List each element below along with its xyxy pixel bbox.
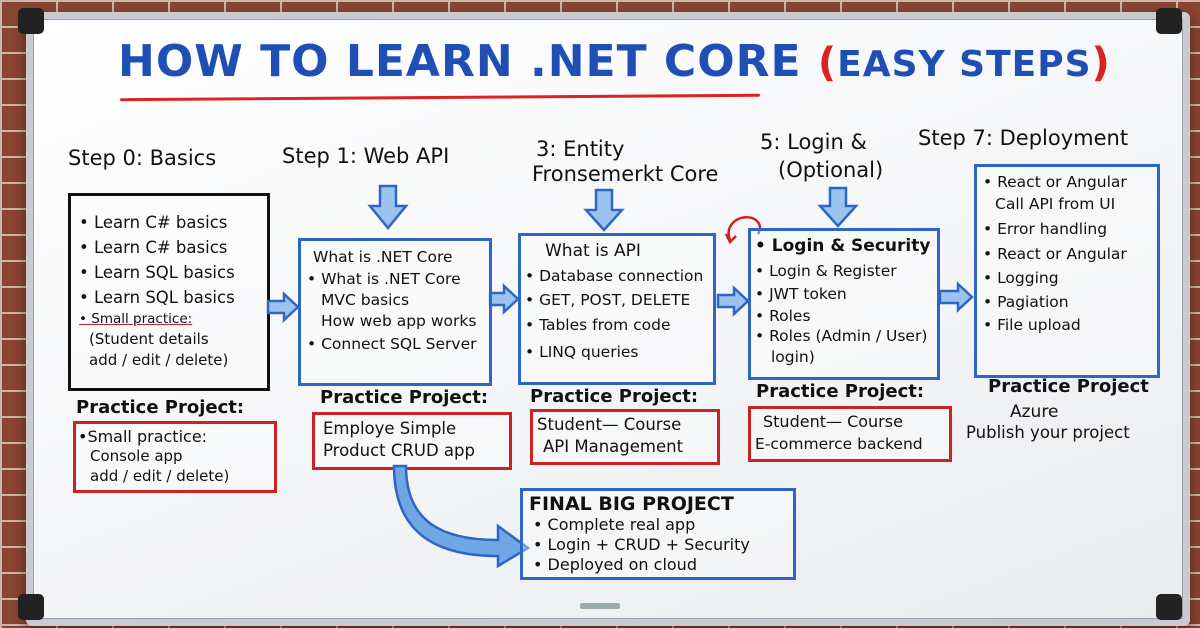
step5-list: • Login & Security • Login & Register • … — [755, 233, 930, 368]
list-item: • React or Angular — [983, 245, 1127, 263]
right-arrow-icon — [938, 281, 974, 313]
list-item: (Student details — [89, 330, 209, 348]
list-item: login) — [771, 348, 815, 366]
right-arrow-icon — [716, 285, 750, 317]
practice-item: API Management — [543, 437, 684, 456]
list-item: MVC basics — [321, 291, 410, 309]
curved-arrow-icon — [392, 464, 531, 569]
step5-heading-line1: 5: Login & — [760, 130, 867, 154]
list-item: • Learn C# basics — [79, 213, 228, 232]
practice-box-step5: Student— Course E-commerce backend — [748, 406, 952, 462]
list-item: • Pagiation — [983, 293, 1069, 311]
step0-heading: Step 0: Basics — [68, 146, 217, 170]
title-main: HOW TO LEARN .NET CORE — [118, 36, 802, 87]
title-paren-open: ( — [817, 40, 838, 86]
practice-box-step0: •Small practice: Console app add / edit … — [73, 421, 277, 493]
down-arrow-icon — [583, 188, 625, 232]
step3-heading-line1: 3: Entity — [536, 137, 625, 161]
practice-box-step3: Student— Course API Management — [530, 409, 720, 465]
practice-item: Student— Course — [763, 412, 903, 431]
page-title: HOW TO LEARN .NET CORE (EASY STEPS) — [118, 36, 1111, 87]
practice-item: Console app — [90, 447, 183, 465]
list-item: • Connect SQL Server — [307, 335, 477, 353]
list-item: • Roles (Admin / User) — [755, 327, 928, 345]
step3-list: What is API • Database connection • GET,… — [525, 238, 703, 366]
step1-heading: Step 1: Web API — [282, 144, 450, 168]
practice-item-step7: Azure — [1010, 402, 1059, 422]
step3-box: What is API • Database connection • GET,… — [518, 233, 716, 385]
list-item: Call API from UI — [995, 195, 1116, 213]
list-item: • JWT token — [755, 285, 847, 303]
list-item: • Learn SQL basics — [79, 263, 235, 282]
board-corner — [1156, 8, 1182, 34]
practice-label-step0: Practice Project: — [76, 397, 245, 418]
board-corner — [18, 8, 44, 34]
practice-label-step5: Practice Project: — [756, 381, 925, 402]
step7-list: • React or Angular Call API from UI • Er… — [983, 171, 1127, 337]
title-paren-close: ) — [1091, 40, 1111, 86]
list-item: • Logging — [983, 269, 1059, 287]
right-arrow-icon — [488, 283, 520, 315]
list-item: • Learn C# basics — [79, 238, 228, 257]
down-arrow-icon — [367, 184, 409, 230]
down-arrow-icon — [817, 186, 859, 228]
list-item: • Login & Register — [755, 262, 897, 280]
list-item: • LINQ queries — [525, 343, 639, 361]
practice-item: Product CRUD app — [323, 441, 475, 460]
list-item: • Learn SQL basics — [79, 288, 235, 307]
step1-box: What is .NET Core • What is .NET Core MV… — [298, 238, 492, 386]
list-item: • What is .NET Core — [307, 270, 461, 288]
practice-item: E-commerce backend — [755, 435, 923, 453]
practice-label-step1: Practice Project: — [320, 387, 489, 408]
list-item: What is .NET Core — [313, 248, 453, 266]
final-item: • Complete real app — [533, 515, 696, 534]
final-project-box: FINAL BIG PROJECT • Complete real app • … — [520, 488, 796, 580]
final-item: • Deployed on cloud — [533, 555, 697, 574]
practice-box-step1: Employe Simple Product CRUD app — [312, 412, 512, 470]
whiteboard — [26, 12, 1190, 626]
board-label-tag — [580, 603, 620, 609]
final-item: • Login + CRUD + Security — [533, 535, 750, 554]
list-item: What is API — [545, 241, 641, 261]
right-arrow-icon — [266, 291, 300, 323]
practice-item: Employe Simple — [323, 419, 457, 438]
list-item: How web app works — [321, 312, 477, 330]
practice-item-step7: Publish your project — [966, 423, 1130, 442]
final-project-title: FINAL BIG PROJECT — [529, 493, 734, 515]
board-corner — [1156, 594, 1182, 620]
board-corner — [18, 594, 44, 620]
step3-heading-line2: Fronsemerkt Core — [532, 162, 719, 186]
step1-list: What is .NET Core • What is .NET Core MV… — [307, 245, 477, 356]
list-item: • Error handling — [983, 220, 1108, 238]
practice-label-step7: Practice Project — [988, 376, 1149, 397]
step7-box: • React or Angular Call API from UI • Er… — [974, 164, 1160, 378]
list-item: • Database connection — [525, 267, 704, 285]
list-item: • Small practice: — [79, 311, 193, 327]
list-item: • Tables from code — [525, 316, 671, 334]
step5-heading-line2: (Optional) — [778, 158, 884, 182]
practice-item: add / edit / delete) — [90, 467, 230, 485]
list-item: add / edit / delete) — [89, 351, 229, 369]
step7-heading: Step 7: Deployment — [918, 126, 1129, 150]
title-sub: EASY STEPS — [837, 44, 1092, 85]
list-item: • Roles — [755, 307, 811, 325]
practice-label-step3: Practice Project: — [530, 386, 699, 407]
list-item: • GET, POST, DELETE — [525, 291, 691, 309]
step0-list: • Learn C# basics • Learn C# basics • Le… — [79, 210, 235, 371]
list-item: • File upload — [983, 316, 1081, 334]
step5-box: • Login & Security • Login & Register • … — [748, 228, 940, 380]
list-item: • React or Angular — [983, 173, 1127, 191]
step0-box: • Learn C# basics • Learn C# basics • Le… — [68, 193, 270, 391]
practice-item: •Small practice: — [78, 427, 208, 446]
practice-item: Student— Course — [537, 415, 682, 434]
list-item: • Login & Security — [755, 236, 931, 256]
